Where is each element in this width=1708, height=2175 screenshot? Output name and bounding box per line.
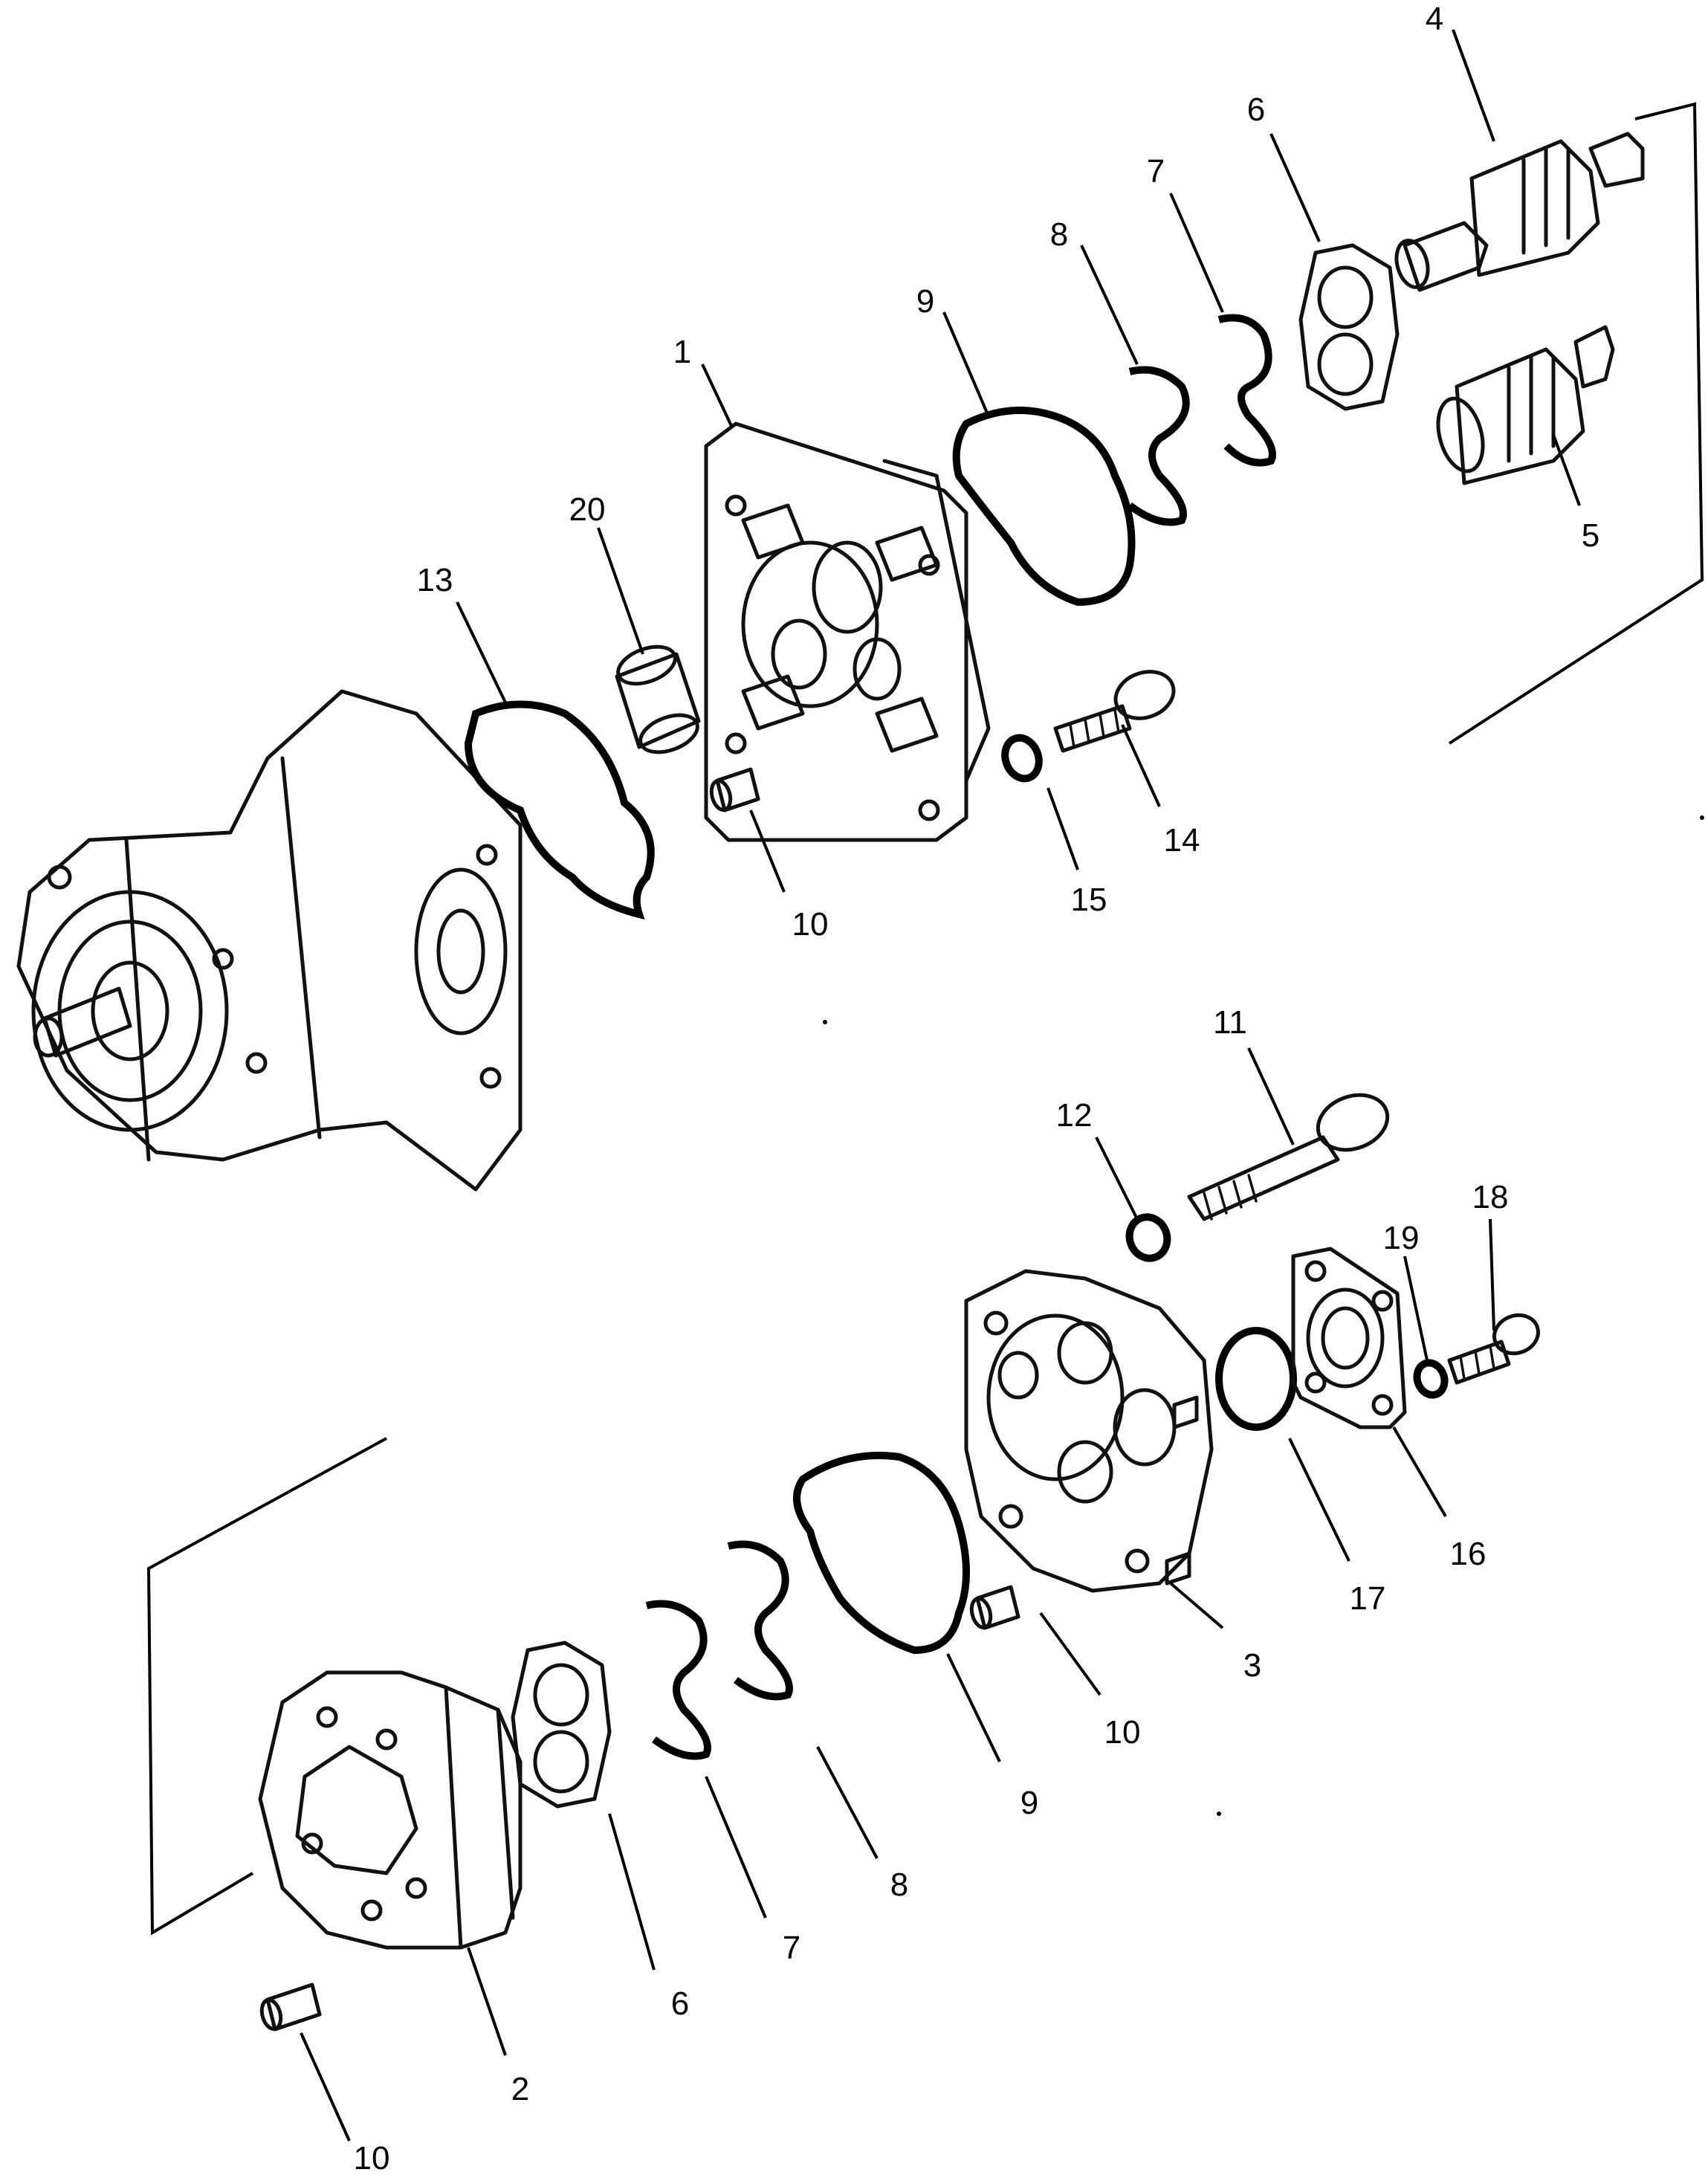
- callout-labels: 1 4 6 7 8 9 20 13 5 14 15 10 11 12 18 19…: [354, 1, 1600, 2175]
- callout-11: 11: [1213, 1004, 1247, 1041]
- callout-16: 16: [1450, 1536, 1487, 1572]
- callout-12: 12: [1056, 1097, 1093, 1134]
- wire-spring-7-upper: [1217, 314, 1276, 467]
- callout-6: 6: [1247, 91, 1265, 128]
- callout-13: 13: [417, 562, 453, 598]
- washer-15: [1001, 734, 1043, 783]
- bolt-18: [1447, 1313, 1540, 1385]
- drive-gear-4: [1394, 132, 1645, 292]
- callout-5: 5: [1582, 517, 1599, 554]
- callout-14: 14: [1164, 822, 1200, 859]
- bushing-20: [615, 644, 701, 754]
- gear-housing-2: [258, 1670, 523, 1950]
- callout-8-lower: 8: [890, 1867, 908, 1903]
- dowel-pin-10-lower: [259, 1982, 322, 2032]
- callout-10-lower: 10: [354, 2140, 390, 2175]
- bolt-14: [1053, 670, 1176, 753]
- callout-6-lower: 6: [671, 1985, 689, 2022]
- o-ring-17: [1215, 1327, 1297, 1431]
- callout-9-lower: 9: [1020, 1785, 1038, 1821]
- callout-2: 2: [511, 2071, 529, 2107]
- callout-10-middle: 10: [1104, 1714, 1141, 1751]
- o-ring-13: [464, 700, 655, 920]
- assembly-bracket-lower: [146, 1437, 387, 1936]
- callout-1: 1: [673, 334, 691, 370]
- flange-16: [1291, 1247, 1407, 1429]
- callout-17: 17: [1350, 1580, 1386, 1617]
- rear-cover-3: [964, 1269, 1214, 1593]
- driven-gear-5: [1436, 325, 1615, 485]
- wire-spring-7-lower: [645, 1600, 711, 1760]
- wire-spring-8-upper: [1128, 366, 1190, 526]
- callout-15: 15: [1071, 882, 1107, 918]
- dowel-pin-10-middle: [969, 1585, 1020, 1630]
- seal-ring-9-upper: [952, 407, 1136, 607]
- callout-8: 8: [1050, 216, 1068, 253]
- bushing-plate-6-lower: [511, 1641, 612, 1809]
- callout-3: 3: [1243, 1647, 1261, 1684]
- wire-spring-8-lower: [727, 1540, 793, 1701]
- callout-19: 19: [1383, 1220, 1420, 1256]
- long-bolt-11: [1187, 1093, 1390, 1221]
- assembly-bracket-upper: [1448, 102, 1704, 745]
- bushing-plate-6-upper: [1298, 243, 1400, 411]
- cover-plate-1: [704, 421, 991, 842]
- washer-19: [1413, 1359, 1449, 1399]
- seal-ring-9-lower: [793, 1452, 970, 1655]
- dowel-pin-10-upper: [709, 767, 760, 812]
- callout-9: 9: [916, 283, 934, 320]
- callout-4: 4: [1426, 1, 1443, 37]
- callout-7-lower: 7: [783, 1930, 800, 1966]
- callout-10-upper: 10: [792, 906, 829, 943]
- pump-body: [16, 689, 523, 1192]
- callout-18: 18: [1472, 1179, 1509, 1215]
- washer-12: [1125, 1213, 1171, 1262]
- callout-7: 7: [1147, 153, 1165, 190]
- callout-20: 20: [569, 491, 606, 528]
- leader-lines: [300, 29, 1581, 2142]
